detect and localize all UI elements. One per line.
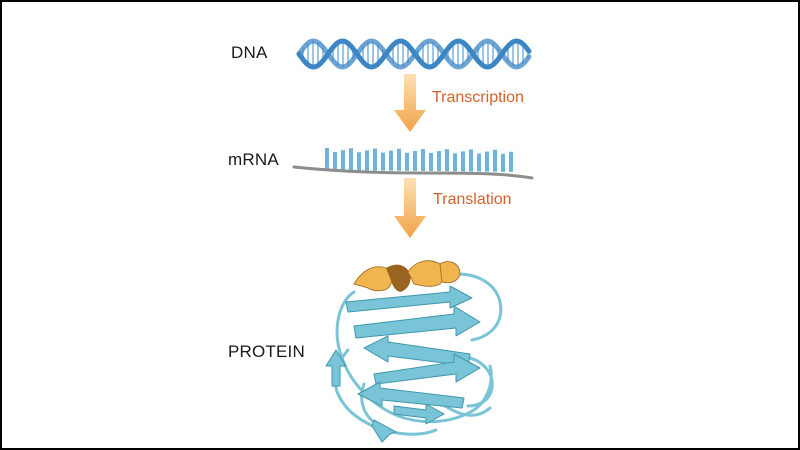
down-arrow-icon [394, 178, 426, 238]
mrna-base [341, 150, 345, 171]
protein-beta-strand [345, 285, 473, 313]
mrna-base [477, 153, 481, 172]
mrna-base [373, 148, 377, 171]
mrna-base [357, 152, 361, 171]
mrna-base [349, 148, 353, 171]
mrna-base [413, 150, 417, 171]
protein-beta-strand [371, 419, 397, 443]
protein-beta-strand [393, 403, 445, 425]
protein-loop [466, 356, 494, 408]
mrna-base [333, 152, 337, 171]
mrna-base [469, 149, 473, 172]
arrow-shape [394, 178, 426, 238]
protein-beta-strand [325, 349, 347, 387]
protein-alpha-helix [353, 260, 461, 292]
protein-loop [456, 272, 503, 342]
mrna-base [461, 151, 465, 172]
mrna-strand-icon [292, 148, 534, 180]
protein-ribbon-icon [325, 260, 503, 443]
mrna-base [445, 149, 449, 172]
mrna-bases [325, 148, 513, 172]
mrna-base [485, 151, 489, 172]
dna-strand-2 [296, 38, 532, 70]
dna-label: DNA [231, 43, 268, 62]
dna-double-helix-icon [296, 38, 532, 70]
mrna-base [405, 152, 409, 171]
mrna-base [509, 151, 513, 172]
mrna-base [381, 152, 385, 171]
down-arrow-icon [394, 74, 426, 132]
mrna-backbone [292, 165, 534, 180]
arrow-shape [394, 74, 426, 132]
protein-label: PROTEIN [228, 342, 305, 361]
mrna-base [429, 153, 433, 171]
protein-beta-strand [353, 305, 481, 339]
transcription-label: Transcription [432, 89, 524, 106]
mrna-base [365, 150, 369, 171]
mrna-base [397, 148, 401, 171]
translation-label: Translation [433, 191, 512, 208]
mrna-label: mRNA [228, 150, 279, 169]
protein-beta-strand [373, 353, 481, 385]
protein-beta-strand [357, 381, 465, 409]
mrna-base [493, 149, 497, 172]
mrna-base [437, 151, 441, 172]
mrna-base [325, 148, 329, 170]
mrna-base [501, 153, 505, 172]
mrna-base [421, 149, 425, 171]
mrna-base [389, 150, 393, 171]
mrna-base [453, 153, 457, 172]
